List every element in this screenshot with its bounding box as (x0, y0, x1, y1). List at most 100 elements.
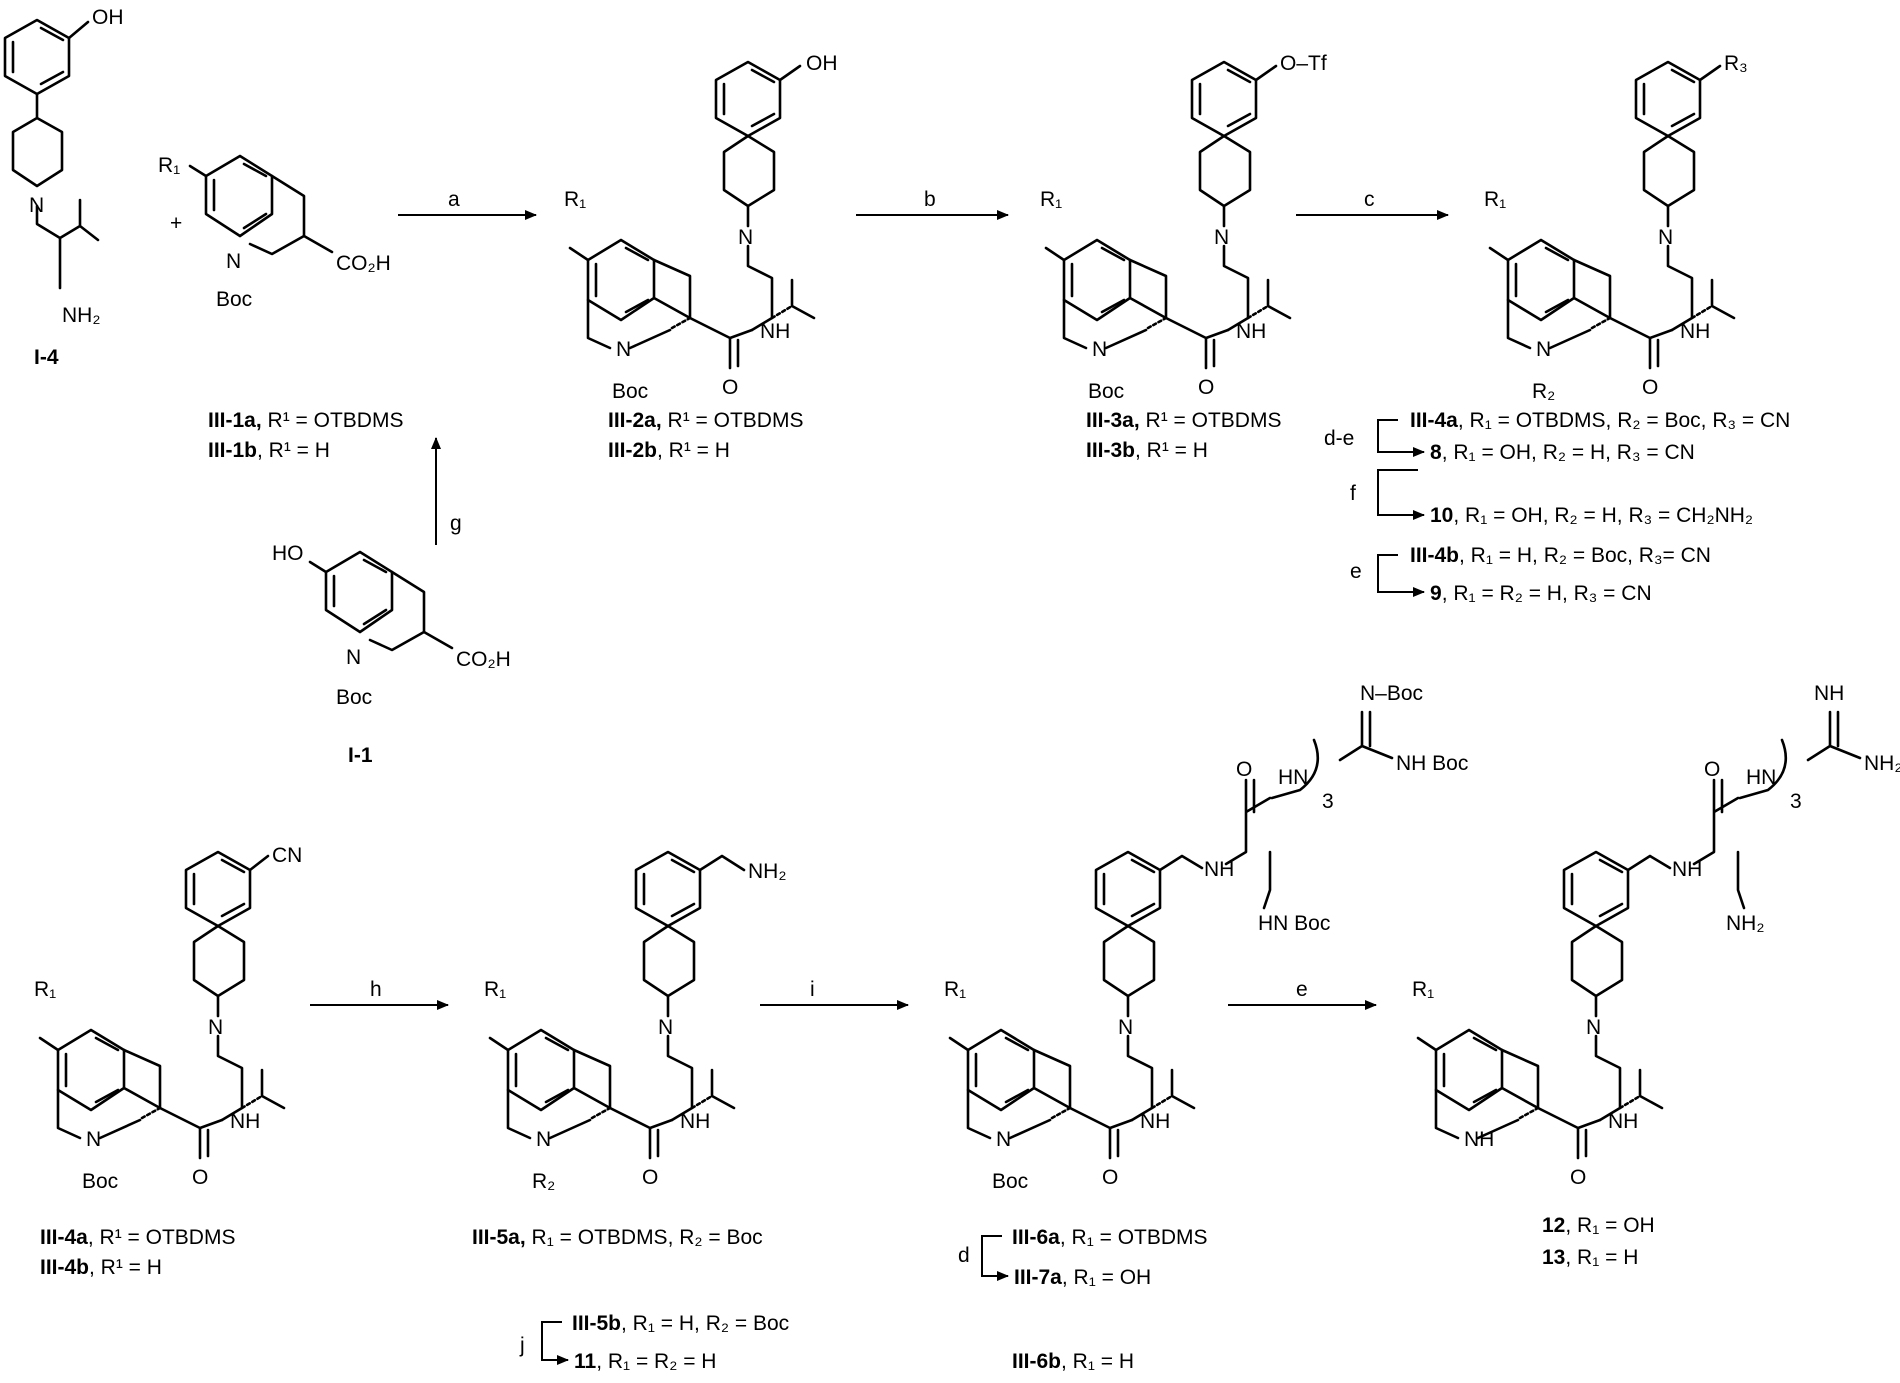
caption-III-4b-top: III-4b, R₁ = H, R₂ = Boc, R₃= CN (1410, 544, 1711, 567)
reagent-e-top: e (1350, 560, 1362, 583)
amide-nh-label: NH (760, 320, 790, 343)
caption-III-4b: III-4b, R¹ = H (40, 1256, 162, 1279)
r1-label: R₁ (158, 154, 180, 177)
compound-III-1: R₁ N Boc CO₂H (158, 154, 391, 311)
amide-nh-label: NH (1608, 1110, 1638, 1133)
caption-III-5a: III-5a, R₁ = OTBDMS, R₂ = Boc (472, 1226, 763, 1249)
nitrogen-label: N (536, 1128, 551, 1151)
nitrogen-label: N (1586, 1016, 1601, 1039)
compound-III-5: NH₂ R₁ N R₂ N NH O (484, 850, 786, 1193)
ring-nh-label: NH (1464, 1128, 1494, 1151)
r1-label: R₁ (34, 978, 56, 1001)
reagent-a: a (448, 188, 460, 211)
caption-III-2a: III-2a, R¹ = OTBDMS (608, 409, 803, 432)
carbonyl-o-label: O (1102, 1166, 1118, 1189)
nitrogen-label: N (346, 646, 361, 669)
caption-III-5b: III-5b, R₁ = H, R₂ = Boc (572, 1312, 789, 1335)
hn-label: HN (1278, 766, 1308, 789)
nh-boc-label: NH Boc (1396, 752, 1468, 775)
boc-label: Boc (992, 1170, 1028, 1193)
reagent-e: e (1296, 978, 1308, 1001)
carbonyl-o-label: O (1704, 758, 1720, 781)
reagent-j: j (519, 1334, 525, 1357)
carbonyl-o-label: O (1570, 1166, 1586, 1189)
caption-III-4a: III-4a, R¹ = OTBDMS (40, 1226, 235, 1249)
boc-label: Boc (82, 1170, 118, 1193)
amide-nh-label: NH (1672, 858, 1702, 881)
reagent-h: h (370, 978, 382, 1001)
caption-13: 13, R₁ = H (1542, 1246, 1638, 1269)
r1-label: R₁ (1040, 188, 1062, 211)
arrow-f (1377, 469, 1425, 520)
plus-sign: + (170, 212, 182, 235)
nitrogen-label: N (208, 1016, 223, 1039)
compound-id: I-4 (34, 346, 59, 369)
carboxyl-label: CO₂H (336, 252, 391, 275)
r3-label: R₃ (1724, 52, 1748, 75)
carbonyl-o-label: O (1236, 758, 1252, 781)
reagent-c: c (1364, 188, 1375, 211)
imine-label: NH (1814, 682, 1844, 705)
subscript-three: 3 (1322, 790, 1334, 813)
reagent-g: g (450, 512, 462, 535)
compound-12-13: NH O HN 3 NH NH₂ NH₂ R₁ NH N NH O (1412, 682, 1900, 1189)
caption-10: 10, R₁ = OH, R₂ = H, R₃ = CH₂NH₂ (1430, 504, 1753, 527)
nitrogen-label: N (29, 194, 44, 217)
amine-label: NH₂ (62, 304, 100, 327)
caption-11: 11, R₁ = R₂ = H (574, 1350, 716, 1373)
compound-III-4-generic: R₃ R₁ N R₂ N NH O (1484, 52, 1748, 403)
r1-label: R₁ (564, 188, 586, 211)
boc-label: Boc (1088, 380, 1124, 403)
compound-III-6: NH O HN 3 N–Boc NH Boc HN Boc R₁ N Boc N… (944, 682, 1468, 1193)
reagent-i: i (810, 978, 815, 1001)
nitrogen-label: N (658, 1016, 673, 1039)
caption-III-4a-top: III-4a, R₁ = OTBDMS, R₂ = Boc, R₃ = CN (1410, 409, 1790, 432)
reagent-b: b (924, 188, 936, 211)
reagent-d: d (958, 1244, 970, 1267)
caption-III-7a: III-7a, R₁ = OH (1014, 1266, 1151, 1289)
compound-I-1: HO N Boc CO₂H I-1 (272, 542, 511, 767)
hydroxyl-label: OH (92, 6, 124, 29)
nitrogen-label: N (1536, 338, 1551, 361)
compound-id: I-1 (348, 744, 373, 767)
triflate-label: O–Tf (1280, 52, 1327, 75)
aminomethyl-label: NH₂ (748, 860, 786, 883)
carbonyl-o-label: O (1198, 376, 1214, 399)
amide-nh-label: NH (1236, 320, 1266, 343)
nitrogen-label: N (1118, 1016, 1133, 1039)
caption-III-6b: III-6b, R₁ = H (1012, 1350, 1134, 1373)
boc-label: Boc (336, 686, 372, 709)
r1-label: R₁ (944, 978, 966, 1001)
amide-nh-label: NH (680, 1110, 710, 1133)
carbonyl-o-label: O (192, 1166, 208, 1189)
compound-III-3: O–Tf R₁ N Boc N NH O (1040, 52, 1327, 403)
caption-9: 9, R₁ = R₂ = H, R₃ = CN (1430, 582, 1652, 605)
subscript-three: 3 (1790, 790, 1802, 813)
nitrile-label: CN (272, 844, 302, 867)
hydroxyl-label: HO (272, 542, 304, 565)
r1-label: R₁ (1484, 188, 1506, 211)
arrow-j (541, 1321, 569, 1365)
r2-label: R₂ (532, 1170, 555, 1193)
hydroxyl-label: OH (806, 52, 838, 75)
amide-nh-label: NH (230, 1110, 260, 1133)
alpha-amine-label: NH₂ (1726, 912, 1764, 935)
carbonyl-o-label: O (1642, 376, 1658, 399)
nitrogen-label: N (996, 1128, 1011, 1151)
reagent-de: d-e (1324, 427, 1354, 450)
arrow-d (981, 1235, 1009, 1281)
r1-label: R₁ (484, 978, 506, 1001)
caption-8: 8, R₁ = OH, R₂ = H, R₃ = CN (1430, 441, 1695, 464)
nboc-label: N–Boc (1360, 682, 1423, 705)
compound-I-4: OH N NH₂ I-4 (3, 6, 124, 369)
compound-III-2: OH R₁ N Boc N NH O (564, 52, 838, 403)
caption-III-1a: III-1a, R¹ = OTBDMS (208, 409, 403, 432)
carbonyl-o-label: O (642, 1166, 658, 1189)
boc-label: Boc (216, 288, 252, 311)
nitrogen-label: N (86, 1128, 101, 1151)
caption-III-3b: III-3b, R¹ = H (1086, 439, 1208, 462)
nitrogen-label: N (616, 338, 631, 361)
nitrogen-label: N (226, 250, 241, 273)
nitrogen-label: N (738, 226, 753, 249)
compound-III-4-nitrile: CN R₁ N Boc N NH O (34, 844, 302, 1193)
